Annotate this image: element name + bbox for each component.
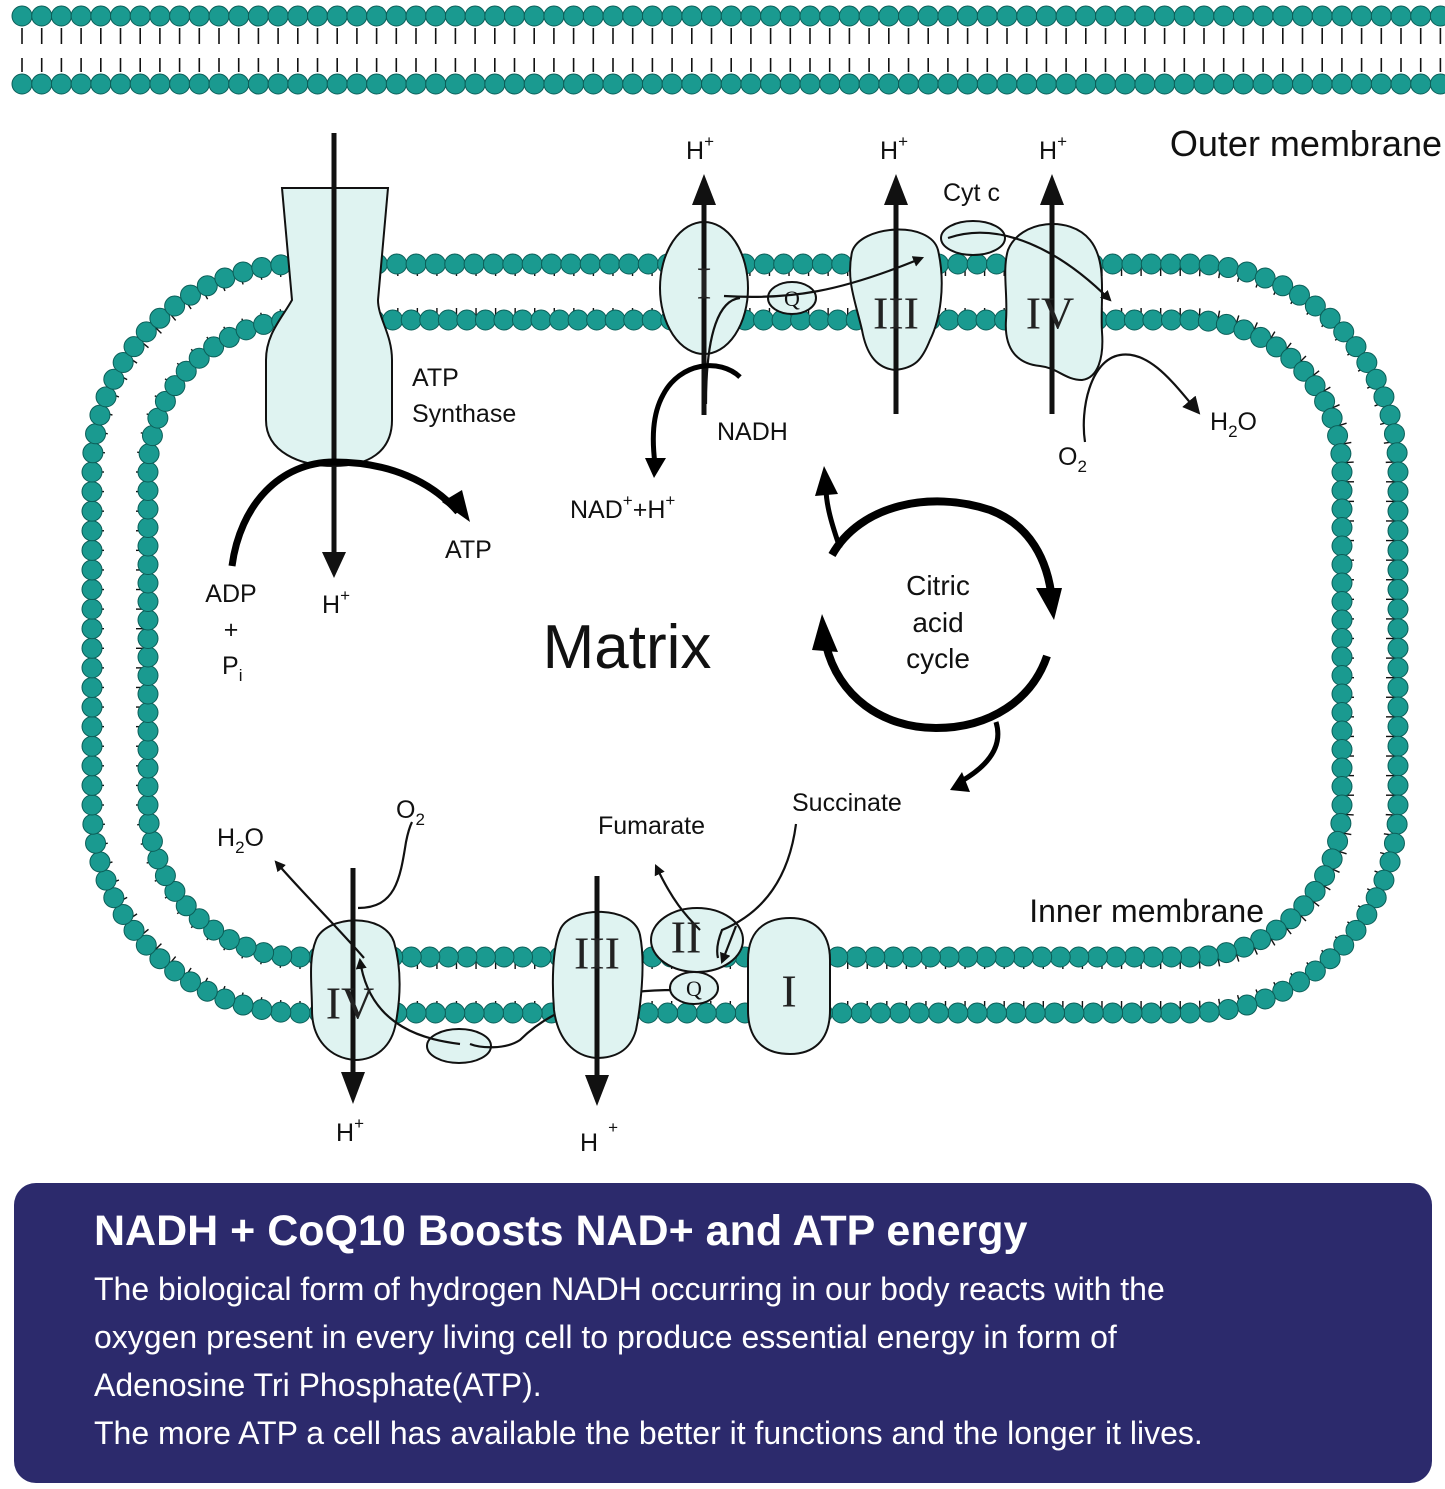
citric-label-2: acid [912,607,963,638]
info-panel: NADH + CoQ10 Boosts NAD+ and ATP energy … [14,1183,1432,1483]
adp-plus-label: + [224,616,239,644]
adp-label: ADP [205,580,256,608]
h-plus-atp-synthase: H+ [322,586,350,619]
complex-iv-bottom [310,821,413,1104]
o2-bottom-label: O2 [396,796,425,829]
succinate-label: Succinate [792,789,902,817]
matrix-label: Matrix [543,613,712,682]
q-bottom-label: Q [686,976,702,1001]
complex-iii-top-label: III [873,288,919,339]
atp-synthase-label-1: ATP [412,364,459,392]
complex-iv-bottom-label: IV [326,978,375,1029]
atp-synthase [228,133,470,578]
nad-label: NAD++H+ [570,491,675,524]
complex-iv-top [1004,174,1104,414]
complex-i-top [645,174,749,478]
ubiquinone-top [767,281,817,315]
fumarate-label: Fumarate [598,812,705,840]
complex-i-top-label: I [696,258,711,309]
ubiquinone-bottom [669,971,719,1005]
h-plus-complex-i-top: H+ [686,132,714,165]
complex-iii-bottom-label: III [574,928,620,979]
h-plus-complex-iv-bottom: H+ [336,1114,364,1147]
info-line-4: The more ATP a cell has available the be… [94,1415,1203,1451]
o2-top-label: O2 [1058,443,1087,476]
q-top-label: Q [784,286,800,311]
h-plus-complex-iv-top: H+ [1039,132,1067,165]
cytochrome-c-top [940,220,1006,256]
outer-membrane [11,5,1445,95]
h2o-top-label: H2O [1210,408,1257,441]
h2o-bottom-label: H2O [217,824,264,857]
cytochrome-c-bottom [426,1028,492,1064]
complex-iv-top-label: IV [1026,288,1075,339]
cyt-c-label: Cyt c [943,179,1000,207]
atp-label: ATP [445,536,492,564]
complex-iii-bottom [551,876,644,1106]
complex-i-bottom [747,916,831,1056]
citric-label-3: cycle [906,643,970,674]
info-line-1: The biological form of hydrogen NADH occ… [94,1271,1165,1307]
nadh-label: NADH [717,418,788,446]
pi-label: Pi [222,652,242,685]
complex-i-bottom-label: I [781,966,796,1017]
outer-membrane-label: Outer membrane [1170,123,1442,164]
atp-synthase-label-2: Synthase [412,400,516,428]
inner-membrane-label: Inner membrane [1029,893,1264,929]
complex-ii-bottom-label: II [671,912,702,963]
h-plus-complex-iii-bottom: H+ [580,1118,618,1157]
info-line-3: Adenosine Tri Phosphate(ATP). [94,1367,542,1403]
info-line-2: oxygen present in every living cell to p… [94,1319,1117,1355]
info-title: NADH + CoQ10 Boosts NAD+ and ATP energy [94,1207,1028,1255]
citric-acid-cycle [812,466,1062,792]
mitochondria-diagram: I III IV IV III II I Q Q Outer membrane … [11,5,1445,1157]
citric-label-1: Citric [906,570,970,601]
h-plus-complex-iii-top: H+ [880,132,908,165]
